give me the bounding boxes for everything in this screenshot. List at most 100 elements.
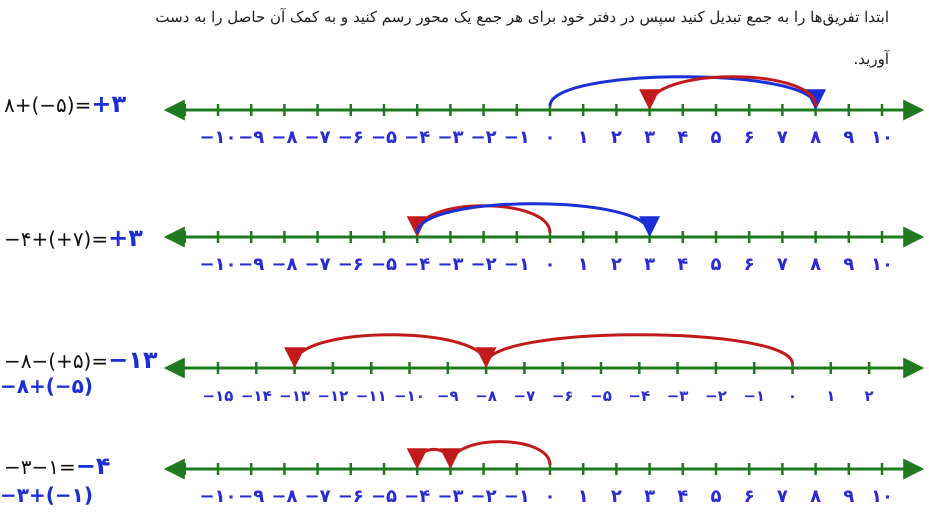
tick-label: −۱۰ — [199, 254, 236, 275]
tick-label: −۱۱ — [356, 387, 387, 405]
tick-label: ۱۰ — [871, 127, 893, 148]
tick-label: −۶ — [338, 127, 364, 148]
tick-label: −۹ — [238, 254, 264, 275]
jump-arrow — [548, 75, 826, 111]
tick-label: −۱۳ — [279, 387, 310, 405]
tick-label: ۹ — [843, 127, 854, 148]
equation-1: ۸+(−۵)=+۳ — [4, 90, 126, 118]
tick-label: ۲ — [611, 486, 622, 507]
expression: −۸−(+۵)= — [4, 349, 109, 373]
jump-arrow — [284, 333, 488, 369]
tick-label: −۴ — [628, 387, 650, 405]
tick-label: −۸ — [475, 387, 497, 405]
result: −۴ — [75, 452, 111, 480]
jump-arrow — [415, 202, 660, 238]
tick-label: ۱ — [578, 127, 589, 148]
equation-3: −۸−(+۵)=−۱۳ — [4, 346, 158, 374]
tick-label: −۳ — [667, 387, 689, 405]
jump-arrow — [406, 204, 552, 238]
tick-label: −۶ — [338, 486, 364, 507]
tick-label: ۸ — [810, 127, 821, 148]
instruction-line-2: آورید. — [853, 50, 889, 68]
tick-label: ۱۰ — [871, 486, 893, 507]
tick-label: −۱۵ — [203, 387, 234, 405]
tick-label: ۵ — [711, 486, 722, 507]
tick-label: −۱ — [504, 127, 530, 148]
tick-label: −۹ — [238, 127, 264, 148]
tick-label: −۵ — [371, 486, 397, 507]
tick-label: ۶ — [744, 486, 755, 507]
instruction-line-1: ابتدا تفریق‌ها را به جمع تبدیل کنید سپس … — [155, 8, 889, 26]
tick-label: −۴ — [404, 127, 430, 148]
tick-label: −۳ — [437, 254, 463, 275]
jump-arrow — [406, 448, 452, 470]
tick-label: ۶ — [744, 254, 755, 275]
tick-label: −۹ — [238, 486, 264, 507]
tick-label: −۱۲ — [317, 387, 348, 405]
jump-arrow — [639, 75, 818, 111]
tick-label: −۳ — [437, 486, 463, 507]
equation-4: −۳−۱=−۴ — [4, 452, 111, 480]
tick-label: ۸ — [810, 254, 821, 275]
tick-label: ۹ — [843, 254, 854, 275]
tick-label: −۷ — [305, 127, 331, 148]
tick-label: −۸ — [271, 486, 297, 507]
tick-label: −۷ — [305, 254, 331, 275]
tick-label: ۱ — [826, 387, 835, 405]
tick-label: ۰ — [788, 387, 797, 405]
jump-arrow — [439, 440, 552, 470]
tick-label: ۲ — [611, 254, 622, 275]
tick-label: −۵ — [590, 387, 612, 405]
tick-label: ۷ — [777, 127, 788, 148]
jump-arrow — [475, 333, 794, 369]
tick-label: −۱۰ — [199, 127, 236, 148]
tick-label: −۲ — [705, 387, 727, 405]
tick-label: ۵ — [711, 127, 722, 148]
tick-label: −۳ — [437, 127, 463, 148]
result: −۱۳ — [108, 346, 158, 374]
tick-label: −۶ — [338, 254, 364, 275]
tick-label: ۷ — [777, 486, 788, 507]
tick-label: −۸ — [271, 254, 297, 275]
tick-label: −۴ — [404, 486, 430, 507]
result: +۳ — [91, 90, 127, 118]
tick-label: ۰ — [545, 486, 556, 507]
tick-label: ۳ — [644, 127, 655, 148]
tick-label: ۶ — [744, 127, 755, 148]
tick-label: ۱ — [578, 254, 589, 275]
tick-label: ۵ — [711, 254, 722, 275]
result: +۳ — [108, 224, 143, 252]
tick-label: −۱ — [504, 254, 530, 275]
tick-label: ۲ — [611, 127, 622, 148]
tick-label: ۴ — [677, 254, 688, 275]
tick-label: ۰ — [545, 127, 556, 148]
tick-label: −۷ — [305, 486, 331, 507]
equation-2: −۴+(+۷)=+۳ — [4, 224, 143, 252]
tick-label: ۳ — [644, 254, 655, 275]
tick-label: −۴ — [404, 254, 430, 275]
converted-expression-4: −۳+(−۱) — [0, 483, 93, 507]
expression: −۴+(+۷)= — [4, 227, 109, 251]
tick-label: −۵ — [371, 254, 397, 275]
tick-label: ۴ — [677, 127, 688, 148]
tick-label: −۱۴ — [241, 387, 272, 405]
tick-label: −۷ — [514, 387, 536, 405]
tick-label: ۱ — [578, 486, 589, 507]
tick-label: −۸ — [271, 127, 297, 148]
tick-label: ۰ — [545, 254, 556, 275]
expression: ۸+(−۵)= — [4, 93, 92, 117]
tick-label: −۱ — [504, 486, 530, 507]
tick-label: −۵ — [371, 127, 397, 148]
tick-label: −۶ — [552, 387, 574, 405]
tick-label: ۹ — [843, 486, 854, 507]
tick-label: −۱۰ — [199, 486, 236, 507]
tick-label: ۸ — [810, 486, 821, 507]
tick-label: −۲ — [471, 486, 497, 507]
converted-expression-3: −۸+(−۵) — [0, 374, 93, 398]
